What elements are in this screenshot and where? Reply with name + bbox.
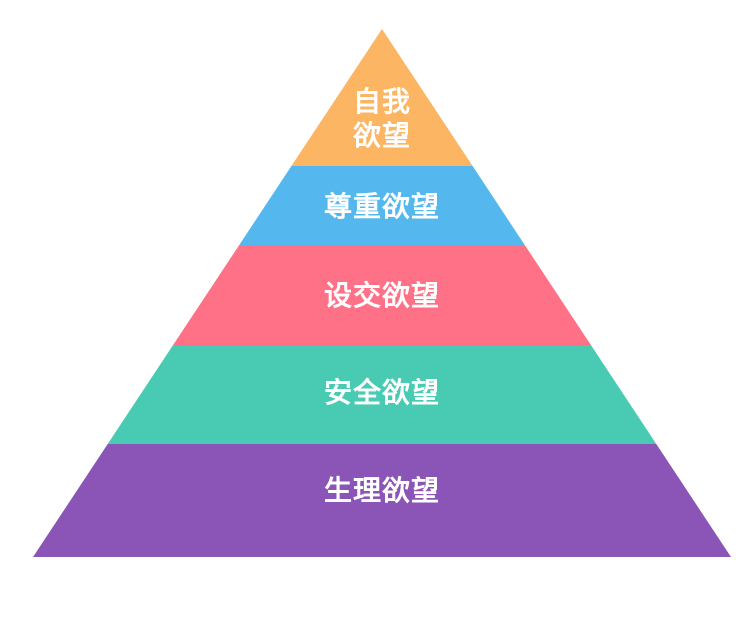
tier-3-shape	[173, 246, 591, 345]
tier-4-label: 安全欲望	[324, 376, 440, 409]
tier-3-label: 设交欲望	[324, 279, 440, 312]
tier-2-label: 尊重欲望	[324, 190, 440, 223]
tier-1-label-line-1: 自我	[353, 85, 411, 118]
tier-4-shape	[107, 345, 657, 444]
tier-1-label-line-2: 欲望	[352, 119, 411, 152]
tier-2-shape	[238, 166, 526, 246]
tier-1-shape	[291, 29, 473, 166]
tier-5-shape	[33, 444, 731, 557]
tier-5-label: 生理欲望	[324, 474, 440, 507]
